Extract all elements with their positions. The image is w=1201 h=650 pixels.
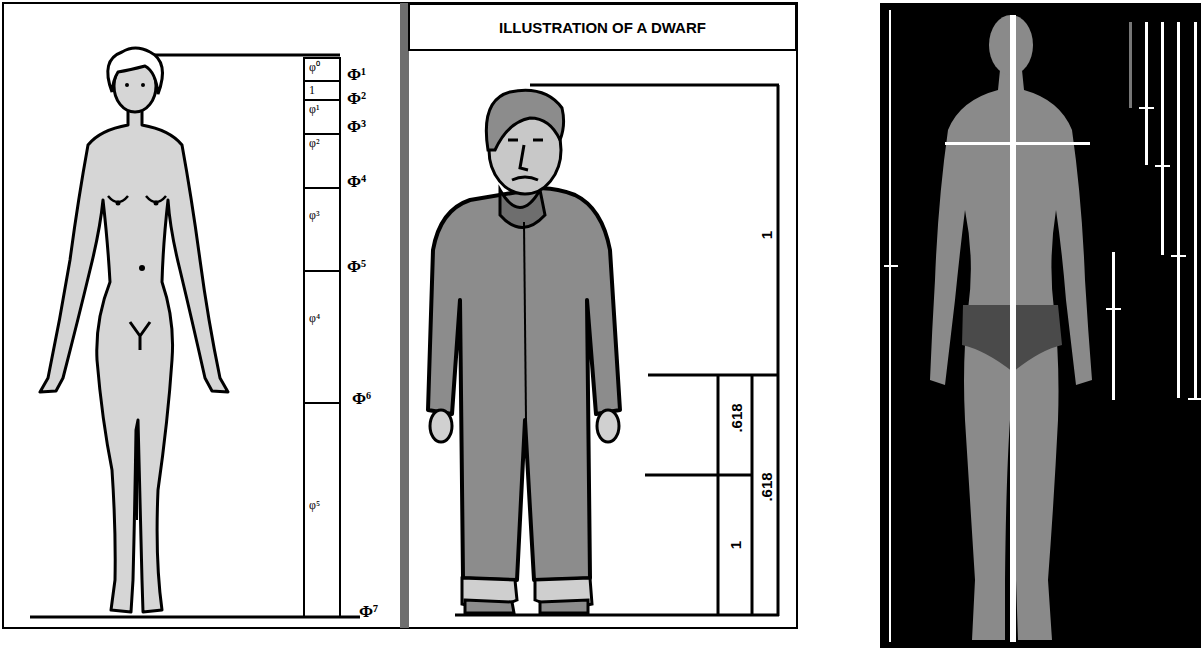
- dwarf-hair: [486, 90, 563, 150]
- dimension-line: [645, 474, 752, 477]
- ratio-line: [1177, 22, 1180, 398]
- segment-label: φ⁴: [305, 272, 339, 325]
- scale-segment: φ⁵: [303, 402, 341, 618]
- dimension-line: [648, 374, 779, 377]
- scale-segment: 1: [303, 80, 341, 101]
- power-label: Φ⁶: [352, 390, 371, 407]
- segment-label: φ⁵: [305, 404, 339, 512]
- ratio-line: [1145, 22, 1148, 165]
- ratio-tick: [1139, 107, 1154, 109]
- scale-segment: φ⁴: [303, 270, 341, 404]
- dwarf-face: [508, 140, 543, 180]
- dwarf-hand: [597, 410, 619, 442]
- ratio-line: [1129, 22, 1132, 108]
- panel-heading-band: ILLUSTRATION OF A DWARF: [408, 3, 797, 51]
- scale-segment: φ³: [303, 187, 341, 272]
- scale-segment: φ¹: [303, 99, 341, 135]
- shoulder-line: [945, 142, 1090, 145]
- panel-heading: ILLUSTRATION OF A DWARF: [499, 19, 706, 36]
- height-line: [889, 10, 891, 642]
- dwarf-hand: [430, 410, 452, 442]
- dimension-label: 1: [728, 541, 743, 549]
- ratio-tick: [1155, 165, 1170, 167]
- height-tick: [884, 265, 898, 267]
- dwarf-suit: [428, 188, 620, 580]
- dimension-label: 1: [759, 231, 774, 239]
- woman-eye: [141, 83, 145, 87]
- ratio-tick: [1188, 398, 1201, 400]
- dimension-line: [777, 85, 780, 616]
- photo-background: [880, 3, 1201, 648]
- power-label: Φ¹: [347, 66, 366, 83]
- woman-legline: [136, 430, 138, 520]
- segment-label: φ³: [305, 189, 339, 222]
- woman-navel: [139, 265, 145, 271]
- scale-segment: φ⁰: [303, 57, 341, 82]
- power-label: Φ³: [347, 118, 366, 135]
- power-label: Φ⁵: [347, 258, 366, 275]
- power-label: Φ²: [347, 90, 366, 107]
- woman-eye: [125, 83, 129, 87]
- dwarf-zip: [524, 222, 526, 420]
- ratio-line: [1112, 252, 1115, 400]
- woman-body: [40, 108, 228, 612]
- dwarf-collar: [500, 190, 545, 228]
- woman-groin: [130, 322, 150, 350]
- ratio-tick: [1171, 255, 1186, 257]
- dimension-line: [751, 375, 754, 616]
- woman-chest: [116, 201, 121, 206]
- woman-chest: [154, 201, 159, 206]
- ratio-line: [1161, 22, 1164, 255]
- ratio-tick: [1106, 308, 1121, 310]
- scale-segment: φ²: [303, 133, 341, 189]
- panel-frame: [3, 3, 797, 628]
- dimension-line: [717, 375, 720, 616]
- panel-divider: [400, 3, 409, 628]
- center-line: [1010, 15, 1016, 642]
- segment-label: 1: [305, 82, 339, 97]
- segment-label: φ¹: [305, 101, 339, 116]
- segment-label: φ⁰: [305, 59, 339, 74]
- segment-label: φ²: [305, 135, 339, 150]
- power-label: Φ⁷: [359, 603, 378, 620]
- woman-hair: [108, 48, 163, 94]
- dimension-line: [530, 84, 779, 87]
- ratio-line: [1194, 22, 1197, 400]
- dwarf-shoes: [465, 600, 588, 613]
- power-label: Φ⁴: [347, 173, 366, 190]
- dimension-label: .618: [729, 403, 744, 432]
- dimension-label: .618: [759, 472, 774, 501]
